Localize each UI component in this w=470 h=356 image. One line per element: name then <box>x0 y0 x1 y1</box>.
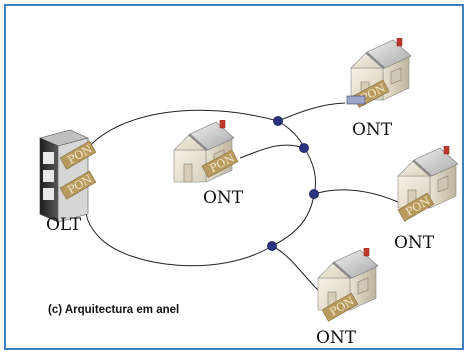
olt-label: OLT <box>46 215 82 235</box>
drop-bottom <box>271 245 319 291</box>
ont-label-right: ONT <box>394 233 435 253</box>
pon-tag: PON <box>321 292 359 322</box>
ont-house-right: PON <box>397 146 459 222</box>
splitter-node <box>267 241 277 251</box>
drop-right <box>313 189 399 203</box>
ring-top-segment <box>85 109 279 151</box>
ont-box <box>346 95 366 105</box>
diagram-caption: (c) Arquitectura em anel <box>48 304 180 316</box>
drop-top-right <box>277 102 346 122</box>
drop-center <box>239 144 305 159</box>
ont-label-center: ONT <box>203 188 244 208</box>
ring-bottom-segment <box>85 197 273 267</box>
olt-device: PON PON <box>39 129 97 223</box>
splitter-node <box>273 116 283 126</box>
ont-house-center: PON <box>173 120 239 183</box>
ring-segment-3 <box>303 147 317 195</box>
splitter-node <box>299 143 309 153</box>
ont-house-top-right: PON <box>346 38 412 108</box>
ont-label-bottom: ONT <box>316 328 357 348</box>
ring-segment-2 <box>277 120 305 149</box>
ont-label-top-right: ONT <box>352 120 393 140</box>
ring-segment-4 <box>271 193 315 247</box>
splitter-node <box>309 189 319 199</box>
splitters <box>267 116 319 251</box>
ont-house-bottom: PON <box>317 248 379 322</box>
